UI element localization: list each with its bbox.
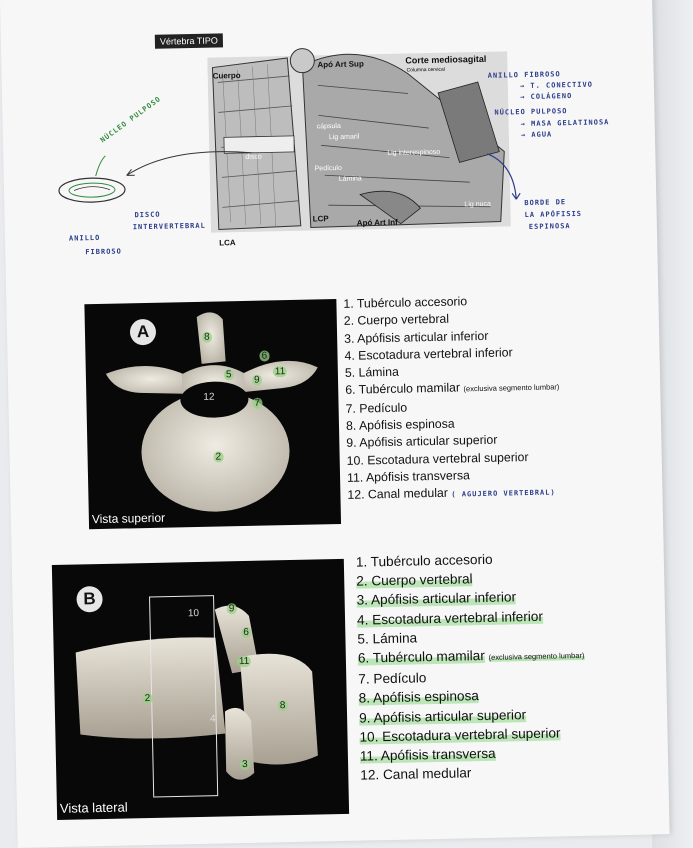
label-lig-interespinoso: Lig interespinoso bbox=[387, 149, 440, 157]
num-a-8: 8 bbox=[202, 332, 212, 343]
photo-vista-superior: A 8 6 5 9 11 12 7 2 Vista superior bbox=[84, 299, 341, 529]
legend-list-b: 1. Tubérculo accesorio 2. Cuerpo vertebr… bbox=[356, 548, 587, 785]
label-lcp: LCP bbox=[313, 214, 329, 223]
arrow-borde bbox=[483, 149, 524, 205]
label-apo-art-inf: Apó Art Inf bbox=[357, 218, 398, 228]
photo-vista-lateral: B 10 9 6 11 2 4 8 3 Vista lateral bbox=[52, 559, 349, 820]
num-b-10: 10 bbox=[188, 608, 199, 619]
label-lig-amaril: Lig amaril bbox=[329, 134, 359, 142]
num-a-5: 5 bbox=[224, 369, 234, 380]
note-nucleo-pulposo-left: NÚCLEO PULPOSO bbox=[99, 95, 163, 145]
list-a-item-6-text: 6. Tubérculo mamilar bbox=[345, 381, 460, 397]
note-tejido-conectivo: → T. CONECTIVO bbox=[520, 81, 593, 91]
disc-sketch bbox=[51, 145, 262, 219]
label-capsula: cápsula bbox=[317, 123, 341, 131]
note-anillo: ANILLO bbox=[69, 234, 100, 243]
note-nucleo-pulposo: NÚCLEO PULPOSO bbox=[494, 107, 567, 117]
num-a-9: 9 bbox=[252, 375, 262, 386]
num-a-11: 11 bbox=[273, 366, 288, 377]
label-lamina: Lámina bbox=[339, 175, 362, 182]
list-b-item-8-text: 8. Apófisis espinosa bbox=[359, 689, 479, 707]
note-fibroso: FIBROSO bbox=[85, 248, 122, 257]
note-borde-r3: ESPINOSA bbox=[529, 222, 571, 231]
num-b-8: 8 bbox=[278, 700, 288, 711]
list-b-item-2-text: 2. Cuerpo vertebral bbox=[356, 571, 473, 588]
caption-vista-lateral: Vista lateral bbox=[60, 800, 128, 816]
list-a-item-12-note: ( AGUJERO VERTEBRAL) bbox=[451, 489, 555, 499]
num-a-7: 7 bbox=[252, 398, 262, 409]
note-masa-gelatinosa: → MASA GELATINOSA bbox=[521, 118, 610, 128]
list-b-item-12: 12. Canal medular bbox=[360, 761, 587, 785]
label-apo-art-sup: Apó Art Sup bbox=[317, 59, 364, 69]
num-b-4: 4 bbox=[210, 714, 216, 725]
list-a-item-12: 12. Canal medular ( AGUJERO VERTEBRAL) bbox=[347, 483, 561, 507]
note-agua: → AGUA bbox=[521, 130, 552, 139]
note-anillo-fibroso: ANILLO FIBROSO bbox=[488, 70, 561, 80]
label-corte-mediosagital: Corte mediosagital bbox=[405, 54, 486, 66]
label-pediculo: Pedículo bbox=[315, 165, 342, 173]
list-b-item-9-text: 9. Apófisis articular superior bbox=[359, 707, 526, 725]
list-a-item-12-text: 12. Canal medular bbox=[347, 486, 448, 502]
caption-vista-superior: Vista superior bbox=[92, 511, 165, 527]
note-borde-r1: BORDE DE bbox=[524, 198, 566, 207]
list-b-item-6-note: (exclusiva segmento lumbar) bbox=[488, 651, 584, 662]
num-a-6: 6 bbox=[259, 350, 269, 361]
list-b-item-4-text: 4. Escotadura vertebral inferior bbox=[357, 608, 543, 627]
num-b-9: 9 bbox=[227, 603, 237, 614]
num-b-2: 2 bbox=[143, 693, 153, 704]
num-a-2: 2 bbox=[214, 451, 224, 462]
list-b-item-11-text: 11. Apófisis transversa bbox=[360, 746, 496, 764]
num-b-3: 3 bbox=[240, 759, 250, 770]
list-b-item-6-text: 6. Tubérculo mamilar bbox=[358, 648, 485, 666]
label-columna-cervical: Columna cervical bbox=[407, 67, 445, 74]
note-colageno: → COLÁGENO bbox=[520, 92, 572, 101]
legend-list-a: 1. Tubérculo accesorio 2. Cuerpo vertebr… bbox=[343, 291, 561, 506]
list-a-item-6-note: (exclusiva segmento lumbar) bbox=[463, 383, 559, 394]
label-cuerpo: Cuerpo bbox=[213, 71, 241, 81]
list-b-item-3-text: 3. Apófisis articular inferior bbox=[356, 590, 516, 608]
num-b-11: 11 bbox=[237, 656, 252, 667]
document-page: Vértebra TIPO Cuerpo Apó Art Sup Corte m… bbox=[0, 0, 670, 848]
note-intervertebral: INTERVERTEBRAL bbox=[133, 222, 206, 232]
num-b-6: 6 bbox=[241, 627, 251, 638]
note-borde-r2: LA APÓFISIS bbox=[525, 210, 583, 219]
num-a-12: 12 bbox=[203, 392, 214, 403]
list-b-item-10-text: 10. Escotadura vertebral superior bbox=[359, 725, 560, 744]
vertebra-superior-drawing bbox=[84, 299, 341, 529]
label-lca: LCA bbox=[219, 238, 236, 247]
